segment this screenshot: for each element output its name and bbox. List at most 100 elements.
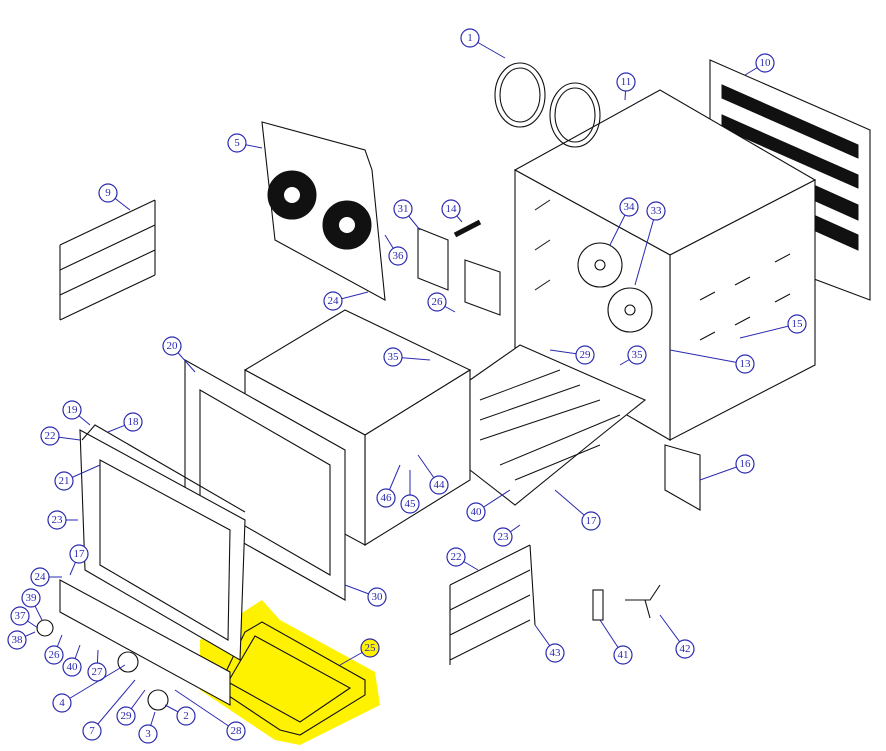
callout-label: 9	[105, 187, 111, 199]
part-20-front-frame	[184, 359, 346, 601]
callout-label: 1	[467, 32, 473, 44]
callout-circle	[7, 630, 27, 650]
callout-circle	[613, 645, 633, 665]
callout-33: 33	[634, 201, 666, 286]
part-11-outer-casing	[513, 89, 817, 441]
callout-label: 17	[74, 548, 86, 560]
callout-circle	[69, 544, 89, 564]
callout-circle	[581, 511, 601, 531]
part-25-drip-tray-highlight	[200, 600, 380, 745]
callout-11: 11	[616, 72, 636, 101]
leader-line	[669, 349, 746, 365]
callout-46: 46	[376, 464, 401, 508]
callout-circle	[116, 706, 136, 726]
part-42-clip	[625, 584, 661, 619]
callout-label: 5	[234, 137, 240, 149]
callout-circle	[98, 183, 118, 203]
callout-label: 30	[372, 591, 384, 603]
callout-circle	[466, 502, 486, 522]
callout-label: 40	[471, 506, 483, 518]
callout-20: 20	[162, 336, 196, 373]
callout-circle	[755, 53, 775, 73]
callout-circle	[44, 645, 64, 665]
callout-label: 41	[618, 649, 629, 661]
callout-label: 39	[26, 592, 38, 604]
callout-label: 4	[59, 697, 65, 709]
callout-circle	[460, 28, 480, 48]
part-17-control-panel	[59, 579, 231, 706]
callout-label: 26	[432, 296, 444, 308]
callout-circle	[47, 510, 67, 530]
callout-circle	[383, 347, 403, 367]
callout-38: 38	[7, 630, 36, 650]
callout-circle	[323, 291, 343, 311]
callout-circle	[545, 643, 565, 663]
part-14-pin	[453, 219, 482, 238]
callout-label: 40	[67, 661, 79, 673]
callout-label: 43	[550, 647, 562, 659]
callout-circle	[376, 488, 396, 508]
part-9-side-rack	[59, 199, 156, 321]
part-21-door	[79, 424, 246, 661]
callout-circle	[87, 662, 107, 682]
callout-26: 26	[44, 634, 64, 665]
callout-10: 10	[744, 53, 775, 76]
leader-line	[739, 323, 798, 339]
callout-label: 26	[49, 649, 61, 661]
callout-4: 4	[52, 664, 126, 713]
part-5-fan-plate	[261, 121, 386, 301]
callout-44: 44	[417, 454, 449, 495]
callout-circle	[675, 639, 695, 659]
callout-label: 25	[365, 642, 377, 654]
callout-17: 17	[554, 489, 601, 531]
callout-9: 9	[98, 183, 131, 211]
callout-14: 14	[441, 199, 463, 223]
callout-24: 24	[323, 291, 369, 311]
callout-label: 44	[434, 479, 446, 491]
callout-18: 18	[107, 412, 143, 433]
callout-23: 23	[47, 510, 78, 530]
callout-label: 37	[15, 610, 27, 622]
callout-circle	[441, 199, 461, 219]
callout-label: 21	[59, 475, 70, 487]
part-17-base-panel	[469, 344, 647, 506]
callout-41: 41	[599, 619, 633, 665]
callout-3: 3	[138, 711, 158, 744]
callout-circle	[388, 246, 408, 266]
callout-label: 34	[624, 201, 636, 213]
callout-label: 10	[760, 57, 772, 69]
callout-15: 15	[739, 314, 807, 339]
callout-circle	[176, 706, 196, 726]
callout-circle	[360, 638, 380, 658]
callout-circle	[400, 494, 420, 514]
callout-35: 35	[619, 345, 647, 366]
callout-label: 18	[128, 416, 140, 428]
callout-label: 13	[740, 358, 752, 370]
callout-label: 15	[792, 318, 804, 330]
callout-label: 14	[446, 203, 458, 215]
callout-label: 17	[586, 515, 598, 527]
callout-42: 42	[659, 614, 695, 659]
leader-line	[61, 664, 126, 704]
callout-label: 11	[621, 76, 632, 88]
callout-label: 20	[167, 340, 179, 352]
callout-label: 27	[92, 666, 104, 678]
callout-circle	[30, 567, 50, 587]
part-31-plate	[417, 227, 449, 291]
callout-label: 3	[145, 728, 151, 740]
callout-label: 22	[451, 551, 462, 563]
callout-circle	[493, 527, 513, 547]
callout-45: 45	[400, 470, 420, 514]
callout-circle	[52, 693, 72, 713]
callout-16: 16	[699, 454, 755, 481]
callout-circle	[429, 475, 449, 495]
callout-28: 28	[174, 689, 246, 741]
callout-circle	[427, 292, 447, 312]
callout-label: 22	[45, 430, 56, 442]
callout-circle	[367, 587, 387, 607]
callout-label: 29	[121, 710, 133, 722]
part-31b-plate	[464, 259, 501, 316]
callout-label: 33	[651, 205, 663, 217]
callout-circle	[575, 345, 595, 365]
callout-label: 36	[393, 250, 405, 262]
